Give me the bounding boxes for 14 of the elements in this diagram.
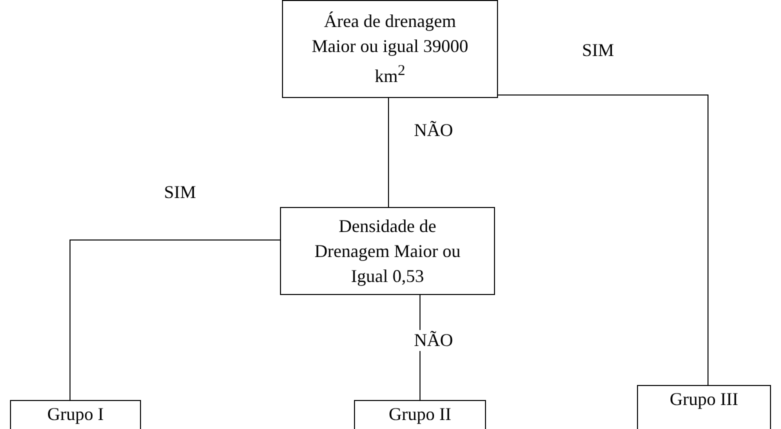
- group-box: [10, 400, 141, 429]
- group-box: [354, 400, 486, 429]
- box-text: Grupo II: [388, 403, 452, 425]
- group-box: [637, 385, 771, 429]
- connector-line: [498, 94, 708, 386]
- box-text: Grupo I: [46, 403, 105, 425]
- box-text: Área de drenagem Maior ou igual 39000 km$^{2}$: [310, 10, 470, 88]
- box-text: Grupo III: [668, 388, 740, 410]
- decision-box: [282, 0, 498, 98]
- edge-label: NÃO: [412, 330, 455, 351]
- box-text: Densidade de Drenagem Maior ou Igual 0,53: [314, 214, 462, 288]
- connector-line: [388, 98, 389, 208]
- decision-box: [280, 207, 495, 295]
- connector-line: [70, 240, 280, 400]
